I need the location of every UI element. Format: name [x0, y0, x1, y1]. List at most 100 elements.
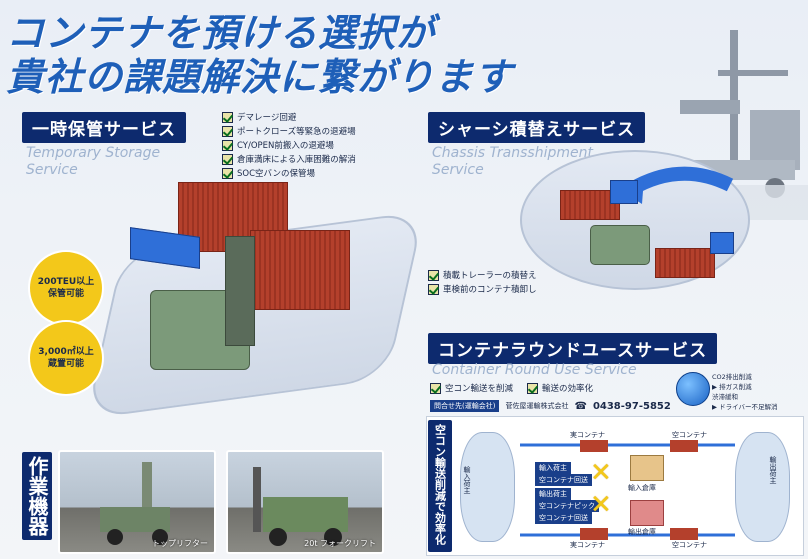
eco-item: ▶ ドライバー不足解消 [712, 403, 778, 411]
badge-text: 蔵置可能 [47, 359, 84, 369]
forklift-photo-art [253, 467, 348, 546]
list-item-text: デマレージ回避 [237, 113, 297, 123]
diagram-tag: 空コンテナ回送 [535, 474, 592, 486]
list-item: ポートクローズ等緊急の退避場 [222, 124, 356, 138]
contact-label: 問合せ先(運輸会社) [430, 400, 500, 412]
check-icon [222, 139, 233, 151]
round-use-list: 空コン輸送を削減 輸送の効率化 [430, 382, 593, 394]
check-icon [222, 125, 233, 137]
export-node-label: 輸出荷主 [769, 456, 777, 484]
eco-item: CO2排出削減 [712, 373, 752, 381]
eco-label: ドライバー不足解消 [719, 403, 778, 411]
hub-label: 輸入倉庫 [628, 484, 656, 492]
warehouse-icon [630, 500, 664, 526]
import-node-label: 輸入荷主 [463, 466, 471, 494]
list-item: CY/OPEN前搬入の退避場 [222, 138, 356, 152]
diagram-label: 空コンテナ [672, 541, 707, 549]
temporary-storage-en-line1: Temporary Storage [26, 145, 161, 161]
check-icon [222, 167, 233, 179]
chassis-en-line1: Chassis Transshipment [432, 145, 593, 161]
top-lifter-photo: トップリフター [58, 450, 216, 554]
list-item-text: ポートクローズ等緊急の退避場 [237, 127, 356, 137]
list-item: デマレージ回避 [222, 110, 356, 124]
hub-label: 輸出倉庫 [628, 528, 656, 536]
check-icon [222, 111, 233, 123]
vertical-banner: 空コン輸送削減で効率化 [428, 420, 452, 552]
export-node [735, 432, 790, 542]
list-item: SOC空バンの保管場 [222, 166, 356, 180]
temporary-storage-en-line2: Service [26, 162, 78, 178]
contact-label-sub: (運輸会社) [462, 402, 496, 410]
equipment-label-text: 作業機器 [25, 456, 49, 536]
diagram-tag: 空コンテナ回送 [535, 512, 592, 524]
company-name: 菅佐屋運輸株式会社 [505, 402, 569, 410]
eco-benefits: CO2排出削減 ▶ 排ガス削減 渋滞緩和 ▶ ドライバー不足解消 [712, 372, 777, 412]
list-item-text: 倉庫満床による入庫困難の解消 [237, 155, 356, 165]
x-mark-icon: ✕ [590, 458, 612, 488]
headline-line2: 貴社の課題解決に繋がります [6, 55, 514, 99]
diagram-tag: 輸出荷主 [535, 488, 571, 500]
list-item: 倉庫満床による入庫困難の解消 [222, 152, 356, 166]
container-icon [655, 248, 715, 278]
warehouse-icon [630, 455, 664, 481]
contact-label-text: 問合せ先 [434, 402, 462, 410]
check-icon [222, 153, 233, 165]
container-stack-icon [250, 230, 350, 310]
badge-text: 3,000㎡以上 [38, 347, 94, 357]
diagram-tag: 空コンテナピック [535, 500, 599, 512]
capacity-badge-area: 3,000㎡以上蔵置可能 [30, 322, 102, 394]
check-icon [428, 269, 439, 281]
headline-line1: コンテナを預ける選択が [6, 11, 436, 55]
capacity-badge-teu: 200TEU以上保管可能 [30, 252, 102, 324]
list-item-text: SOC空バンの保管場 [237, 169, 315, 179]
temporary-storage-en: Temporary Storage Service [26, 145, 160, 179]
round-use-en: Container Round Use Service [432, 362, 637, 378]
check-icon [430, 382, 441, 394]
photo-caption: 20t フォークリフト [304, 539, 376, 548]
round-use-title: コンテナラウンドユースサービス [428, 333, 718, 364]
eco-label: 排ガス削減 [719, 383, 752, 391]
list-item: 輸送の効率化 [527, 382, 593, 394]
forklift-photo: 20t フォークリフト [226, 450, 384, 554]
forklift-icon [590, 225, 650, 265]
check-icon [428, 283, 439, 295]
phone-icon: ☎ [574, 400, 587, 412]
badge-text: 保管可能 [47, 289, 84, 299]
list-item-text: 車検前のコンテナ積卸し [443, 285, 537, 295]
top-lifter-mast-icon [225, 236, 255, 346]
list-item-text: CY/OPEN前搬入の退避場 [237, 141, 334, 151]
temporary-storage-list: デマレージ回避 ポートクローズ等緊急の退避場 CY/OPEN前搬入の退避場 倉庫… [222, 110, 356, 180]
diagram-label: 実コンテナ [570, 541, 605, 549]
eco-item: 渋滞緩和 [712, 393, 738, 401]
list-item: 車検前のコンテナ積卸し [428, 282, 537, 296]
container-icon [560, 190, 620, 220]
top-lifter-photo-art [100, 462, 170, 545]
temporary-storage-title: 一時保管サービス [22, 112, 186, 143]
flow-arrows-icon [520, 440, 735, 540]
import-node [460, 432, 515, 542]
list-item-text: 輸送の効率化 [542, 384, 594, 394]
phone-number[interactable]: 0438-97-5852 [592, 400, 671, 412]
globe-icon [676, 372, 710, 406]
badge-text: 200TEU以上 [37, 277, 95, 287]
contact-row: 問合せ先(運輸会社) 菅佐屋運輸株式会社 ☎ 0438-97-5852 [430, 400, 671, 412]
list-item-text: 空コン輸送を削減 [445, 384, 514, 394]
diagram-label: 空コンテナ [672, 431, 707, 439]
list-item: 空コン輸送を削減 [430, 382, 513, 394]
truck-icon [610, 180, 638, 204]
list-item-text: 積載トレーラーの積替え [443, 271, 537, 281]
chassis-title: シャーシ積替えサービス [428, 112, 646, 143]
photo-caption: トップリフター [152, 539, 208, 548]
check-icon [527, 382, 539, 394]
eco-item: ▶ 排ガス削減 [712, 383, 752, 391]
x-mark-icon: ✕ [590, 490, 612, 520]
truck-icon [710, 232, 734, 254]
chassis-en: Chassis Transshipment Service [432, 145, 593, 179]
diagram-tag: 輸入荷主 [535, 462, 571, 474]
list-item: 積載トレーラーの積替え [428, 268, 537, 282]
vertical-banner-text: 空コン輸送削減で効率化 [433, 424, 447, 545]
chassis-list: 積載トレーラーの積替え 車検前のコンテナ積卸し [428, 268, 537, 296]
equipment-label: 作業機器 [22, 452, 52, 540]
rotation-arrow-icon [620, 166, 734, 204]
chassis-en-line2: Service [432, 162, 484, 178]
